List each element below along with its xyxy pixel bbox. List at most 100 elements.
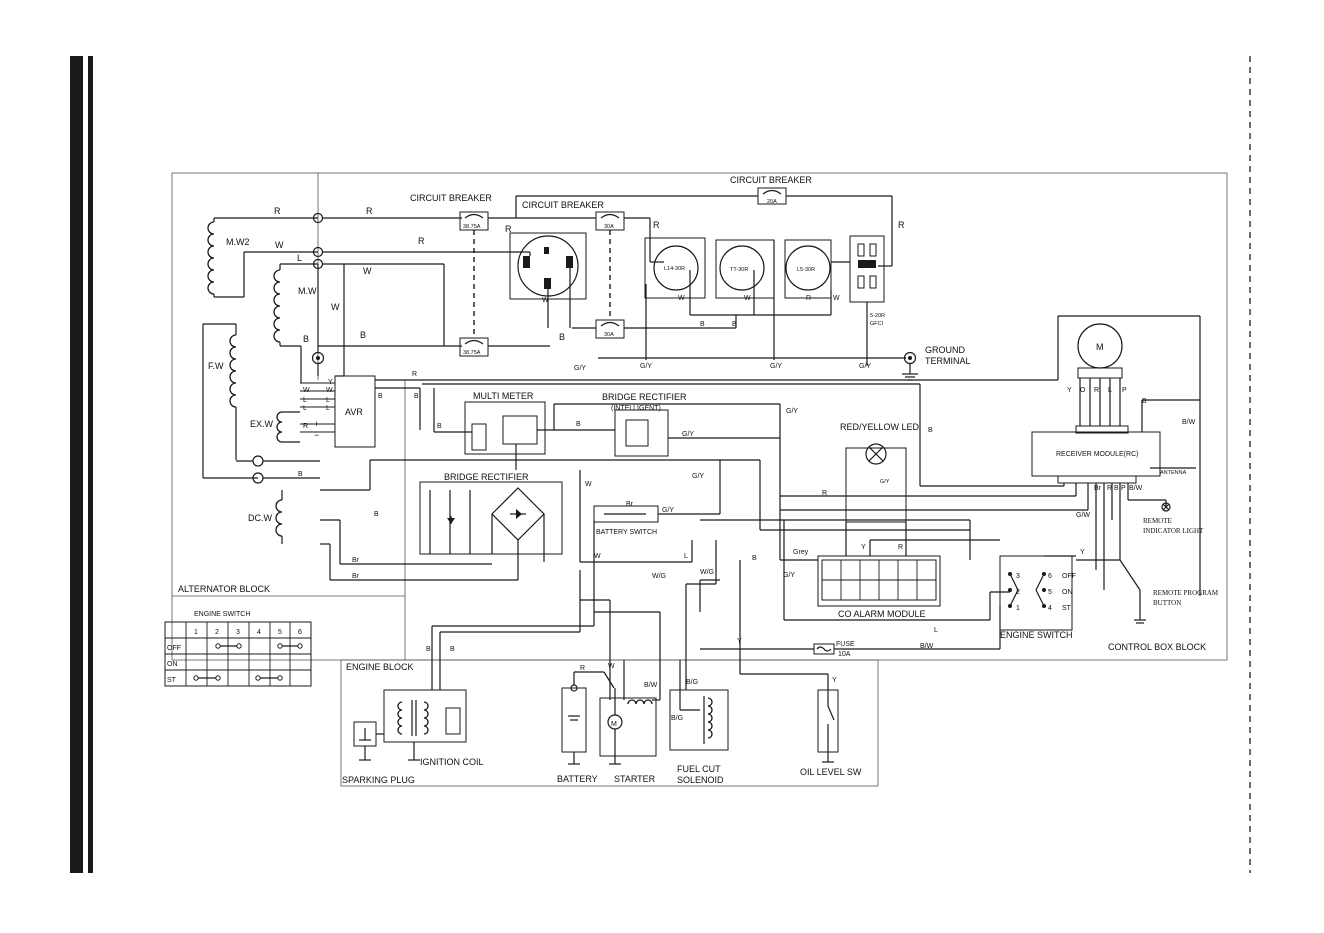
svg-text:R: R	[822, 490, 827, 497]
ignition-coil	[383, 625, 594, 761]
led-module	[845, 447, 907, 523]
svg-text:38.75A: 38.75A	[463, 350, 481, 356]
svg-text:Y: Y	[328, 379, 333, 386]
svg-text:G/Y: G/Y	[662, 507, 674, 514]
svg-text:30A: 30A	[604, 224, 614, 230]
svg-text:Y: Y	[832, 677, 837, 684]
svg-text:R: R	[505, 224, 512, 234]
breaker-second-title: CIRCUIT BREAKER	[522, 200, 604, 210]
multimeter-label: MULTI METER	[473, 391, 534, 401]
svg-text:OFF: OFF	[1062, 573, 1076, 580]
svg-text:G/Y: G/Y	[770, 363, 782, 370]
avr-label: AVR	[345, 407, 363, 417]
block-outlines	[171, 172, 1228, 787]
bridge-rectifier	[419, 481, 563, 555]
svg-text:L: L	[303, 397, 307, 404]
svg-text:4: 4	[1048, 605, 1052, 612]
receiver-outputs	[780, 483, 1167, 590]
svg-text:INDICATOR LIGHT: INDICATOR LIGHT	[1143, 527, 1204, 535]
svg-text:6: 6	[1048, 573, 1052, 580]
outlet-gfci	[849, 235, 885, 366]
svg-text:B: B	[374, 511, 379, 518]
svg-text:M: M	[611, 721, 617, 728]
bridge-rectifier-intelligent	[614, 409, 669, 457]
antenna-label: ANTENNA	[1160, 470, 1187, 476]
svg-text:B: B	[559, 332, 565, 342]
engine-switch-label: ENGINE SWITCH	[1000, 630, 1073, 640]
svg-text:−: −	[314, 430, 319, 440]
svg-text:L: L	[1108, 387, 1112, 394]
sparking-plug	[353, 721, 384, 761]
engine-switch-contacts	[1008, 555, 1076, 608]
ignition-coil-label: IGNITION COIL	[420, 757, 484, 767]
svg-text:L: L	[303, 405, 307, 412]
main-wires	[280, 217, 530, 383]
svg-text:P: P	[1121, 485, 1126, 492]
bridge-intel-label-a: BRIDGE RECTIFIER	[602, 392, 687, 402]
svg-text:W: W	[833, 295, 840, 302]
engine-switch-table: ENGINE SWITCH 1 2 3 4 5 6 OFF ON ST	[164, 611, 312, 687]
battery	[561, 671, 615, 765]
receiver-connector	[1057, 475, 1137, 484]
svg-text:2: 2	[1016, 589, 1020, 596]
svg-text:3: 3	[236, 629, 240, 636]
multimeter-box	[464, 401, 546, 455]
left-margin-bar	[70, 56, 83, 873]
svg-text:L: L	[326, 405, 330, 412]
left-margin-bar-thin	[88, 56, 93, 873]
outlet-tt: TT-30R	[715, 239, 775, 360]
fw-label: F.W	[208, 361, 224, 371]
svg-text:G/Y: G/Y	[682, 431, 694, 438]
avr-box	[334, 375, 376, 448]
co-alarm-label: CO ALARM MODULE	[838, 609, 926, 619]
svg-text:REMOTE: REMOTE	[1143, 517, 1172, 525]
co-alarm-connector	[821, 559, 937, 601]
svg-text:B/W: B/W	[644, 682, 658, 689]
svg-text:B/W: B/W	[920, 643, 934, 650]
outlet-return-wires: B B	[598, 284, 906, 360]
svg-text:W: W	[363, 266, 372, 276]
battery-label: BATTERY	[557, 774, 598, 784]
svg-text:R: R	[653, 220, 660, 230]
svg-text:L: L	[326, 397, 330, 404]
breaker-main-b	[459, 337, 489, 357]
svg-text:R: R	[580, 665, 585, 672]
svg-text:ON: ON	[167, 661, 178, 668]
svg-text:B: B	[732, 321, 737, 328]
svg-text:W: W	[608, 663, 615, 670]
svg-text:Br: Br	[352, 557, 360, 564]
exw-coil	[276, 411, 300, 443]
led-icon	[865, 443, 887, 465]
svg-text:R: R	[366, 206, 373, 216]
svg-text:W: W	[585, 481, 592, 488]
starter: M	[579, 520, 661, 765]
dcw-label: DC.W	[248, 513, 272, 523]
breaker-top-title: CIRCUIT BREAKER	[730, 175, 812, 185]
svg-text:G/Y: G/Y	[640, 363, 652, 370]
svg-text:B: B	[303, 334, 309, 344]
svg-text:B: B	[450, 646, 455, 653]
svg-text:Br: Br	[1094, 485, 1102, 492]
svg-text:30A: 30A	[604, 332, 614, 338]
svg-text:P: P	[1122, 387, 1127, 394]
svg-text:W: W	[275, 240, 284, 250]
svg-text:G/Y: G/Y	[859, 363, 871, 370]
ground-label-2: TERMINAL	[925, 356, 971, 366]
svg-text:20A: 20A	[767, 199, 777, 205]
svg-text:B: B	[360, 330, 366, 340]
svg-text:B: B	[576, 421, 581, 428]
alternator-block-label: ALTERNATOR BLOCK	[178, 584, 270, 594]
engine-switch	[999, 555, 1073, 631]
avr-leads	[300, 382, 335, 433]
svg-text:38.75A: 38.75A	[463, 224, 481, 230]
svg-text:1: 1	[194, 629, 198, 636]
svg-text:ON: ON	[1062, 589, 1073, 596]
svg-text:5-20R: 5-20R	[870, 313, 885, 319]
svg-text:Y: Y	[1067, 387, 1072, 394]
svg-text:1: 1	[1016, 605, 1020, 612]
svg-text:GFCI: GFCI	[870, 321, 884, 327]
svg-text:G/Y: G/Y	[783, 572, 795, 579]
svg-text:R: R	[898, 544, 903, 551]
fuel-cut-label-b: SOLENOID	[677, 775, 724, 785]
